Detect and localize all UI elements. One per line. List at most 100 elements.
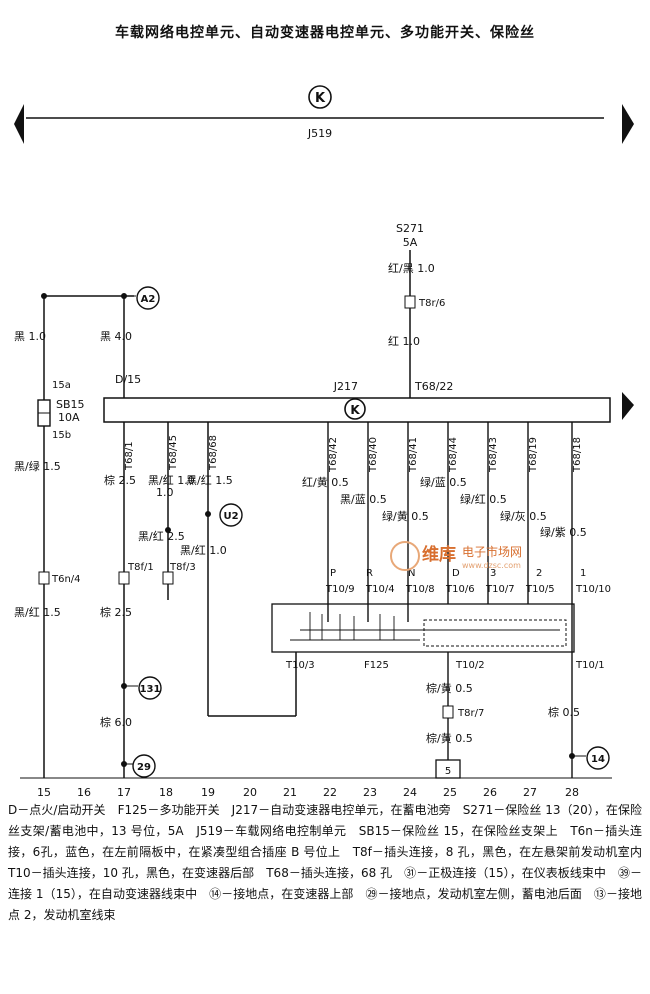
j217-symbol: K — [350, 403, 360, 417]
wire-w3: 红/黑 1.0 — [388, 262, 435, 275]
connector-t8f1-icon — [118, 571, 130, 585]
axis-num: 15 — [37, 786, 51, 799]
left-power-circuit: A2 黑 1.0 黑 4.0 15a SB15 10A 15b 黑/绿 1.5 … — [14, 286, 162, 778]
axis-num: 20 — [243, 786, 257, 799]
axis-num: 19 — [201, 786, 215, 799]
j217-symbol-icon — [344, 398, 366, 420]
g29-label: 29 — [137, 762, 151, 773]
fuse-code: SB15 — [56, 398, 85, 411]
watermark-sub: 电子市场网 — [462, 544, 522, 559]
ground-14-icon — [586, 746, 610, 770]
axis-num: 23 — [363, 786, 377, 799]
t68-41-label: T68/41 — [408, 437, 419, 473]
t10-6-label: T10/6 — [445, 584, 475, 595]
j217-unit: K J217 T68/22 D/15 — [103, 373, 634, 423]
a2-label: A2 — [141, 294, 156, 305]
pos-3: 3 — [490, 568, 496, 579]
t68-45-label: T68/45 — [168, 435, 179, 471]
t10-4-label: T10/4 — [365, 584, 395, 595]
t68-68-label: T68/68 — [208, 435, 219, 471]
t8f1-label: T8f/1 — [127, 562, 154, 573]
diagram-title: 车载网络电控单元、自动变速器电控单元、多功能开关、保险丝 — [115, 25, 535, 41]
ground-29-icon — [132, 754, 156, 778]
f125-label: F125 — [364, 660, 389, 671]
wire-w21: 棕/黄 0.5 — [426, 681, 473, 695]
s271-label: S271 — [396, 222, 424, 235]
axis-num: 27 — [523, 786, 537, 799]
wire-w14: 红/黄 0.5 — [302, 475, 349, 489]
t68-18-label: T68/18 — [572, 437, 583, 473]
t68-1-label: T68/1 — [124, 441, 135, 471]
wiring-diagram: K J519 K J217 T68/22 D/15 S271 5A T8r/6 … — [14, 85, 634, 799]
axis-num: 22 — [323, 786, 337, 799]
t10-2-label: T10/2 — [455, 660, 485, 671]
connector-t8r7-icon — [442, 705, 454, 719]
axis-num: 28 — [565, 786, 579, 799]
wire-w5: 黑/绿 1.5 — [14, 459, 61, 473]
axis-num: 16 — [77, 786, 91, 799]
connector-u2-icon — [219, 503, 243, 527]
wire-w18: 绿/红 0.5 — [460, 492, 507, 506]
wire-w17: 绿/蓝 0.5 — [420, 475, 467, 489]
f125-box — [271, 603, 575, 653]
t68-40-label: T68/40 — [368, 437, 379, 473]
pos-n: N — [408, 568, 415, 579]
t10-5-label: T10/5 — [525, 584, 555, 595]
pos-p: P — [330, 568, 336, 579]
wire-w4: 红 1.0 — [388, 335, 420, 348]
ground-box-label: 5 — [445, 766, 451, 777]
wire-w6: 棕 2.5 — [104, 473, 136, 487]
t6n4-label: T6n/4 — [51, 574, 81, 585]
axis-num: 21 — [283, 786, 297, 799]
connector-t8r6-icon — [404, 295, 416, 309]
wire-w7: 黑/红 1.0 — [148, 474, 195, 487]
pos-1: 1 — [580, 568, 586, 579]
j217-label: J217 — [333, 380, 358, 393]
c131-label: 131 — [140, 684, 161, 695]
wire-w16: 绿/黄 0.5 — [382, 509, 429, 523]
j519-bus: K J519 — [14, 85, 634, 144]
legend-text: D－点火/启动开关 F125－多功能开关 J217－自动变速器电控单元，在蓄电池… — [8, 803, 650, 922]
wire-w1: 黑 1.0 — [14, 330, 46, 343]
connector-t8f3-icon — [162, 571, 174, 585]
pos-r: R — [366, 568, 373, 579]
right-arrow-icon — [622, 104, 634, 144]
t8r6-label: T8r/6 — [418, 298, 445, 309]
t10-8-label: T10/8 — [405, 584, 435, 595]
t10-3-label: T10/3 — [285, 660, 315, 671]
connector-t6n4-icon — [38, 571, 50, 585]
t68-42-label: T68/42 — [328, 437, 339, 473]
watermark-main: 维库 — [422, 544, 456, 565]
t8r7-label: T8r/7 — [457, 708, 484, 719]
wire-w2: 黑 4.0 — [100, 330, 132, 343]
fuse-bottom-label: 15b — [52, 430, 71, 441]
wire-w8: 黑/红 1.5 — [186, 474, 233, 487]
wire-w19: 绿/灰 0.5 — [500, 509, 547, 523]
connector-131-icon — [138, 676, 162, 700]
s271-rating: 5A — [403, 236, 418, 249]
lower-right-circuit: T10/2 棕/黄 0.5 T8r/7 棕/黄 0.5 5 T10/1 棕 0.… — [426, 652, 610, 779]
u2-label: U2 — [223, 511, 238, 522]
right-arrow-icon — [622, 392, 634, 420]
axis-num: 18 — [159, 786, 173, 799]
axis-num: 26 — [483, 786, 497, 799]
t10-10-label: T10/10 — [575, 584, 611, 595]
watermark-logo-icon — [390, 541, 420, 571]
axis-num: 25 — [443, 786, 457, 799]
wire-w9: 黑/红 2.5 — [138, 530, 185, 543]
wire-w22: 棕/黄 0.5 — [426, 731, 473, 745]
wire-w12: 棕 2.5 — [100, 605, 132, 619]
t8f3-label: T8f/3 — [169, 562, 196, 573]
axis-num: 17 — [117, 786, 131, 799]
t68-68-circuit: T68/68 黑/红 1.5 U2 黑/红 1.0 T10/3 — [180, 422, 315, 717]
axis-num: 24 — [403, 786, 417, 799]
wire-w15: 黑/蓝 0.5 — [340, 493, 387, 506]
wire-w11: 黑/红 1.5 — [14, 606, 61, 619]
t10-7-label: T10/7 — [485, 584, 515, 595]
j519-label: J519 — [307, 127, 332, 140]
t68-22-label: T68/22 — [414, 380, 453, 393]
g14-label: 14 — [591, 754, 605, 765]
d15-label: D/15 — [115, 373, 141, 386]
watermark-url: www.dzsc.com — [462, 561, 521, 570]
j519-symbol: K — [315, 91, 326, 106]
